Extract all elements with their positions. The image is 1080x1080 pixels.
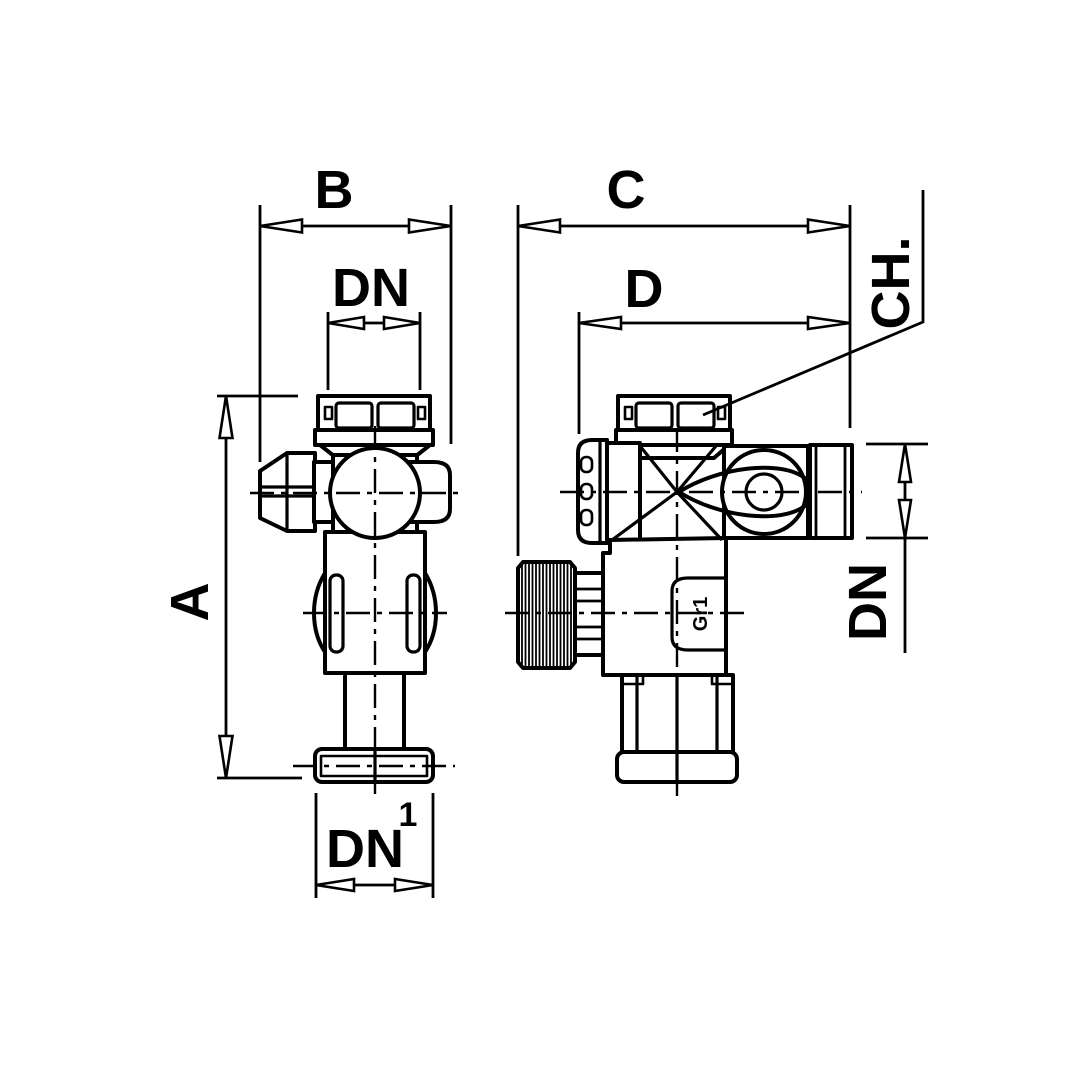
arrowhead-up	[897, 443, 913, 484]
left-nut-notch	[416, 405, 427, 421]
dimension-dn-right: DN	[838, 442, 928, 653]
cone-ray	[638, 444, 679, 494]
cone-ray	[611, 490, 678, 542]
dim-label-c: C	[607, 160, 646, 220]
dim-label-dn1: DN	[326, 819, 404, 879]
marking-cartouche	[670, 576, 726, 652]
right-nut-notch	[623, 405, 634, 421]
dimension-a: A	[160, 394, 302, 780]
knurl-hatch	[521, 563, 572, 667]
dim-label-dn-right: DN	[838, 563, 898, 641]
dimension-dn-top: DN	[326, 258, 422, 390]
leader-line	[702, 190, 925, 417]
arrowhead-left	[315, 877, 356, 893]
dim-label-a: A	[160, 583, 220, 622]
dim-label-dn1-sup: 1	[399, 796, 418, 834]
arrowhead-right	[407, 217, 452, 235]
nut-tab	[710, 673, 735, 686]
dim-label-d: D	[625, 259, 664, 319]
dim-label-b: B	[315, 160, 354, 220]
cone-ray	[675, 444, 718, 494]
dimension-d: D	[577, 259, 851, 434]
right-centerlines	[505, 428, 862, 798]
left-nut-facet	[376, 401, 416, 430]
arrowhead-left	[327, 315, 366, 331]
dim-label-ch: CH.	[861, 237, 921, 330]
arrowhead-left	[517, 217, 562, 235]
check-cap-rib	[579, 508, 594, 527]
left-nut-facet	[334, 401, 374, 430]
arrowhead-left	[259, 217, 304, 235]
arrowhead-right	[382, 315, 421, 331]
arrowhead-bottom	[217, 734, 235, 779]
left-valve-front-view	[250, 394, 462, 796]
dimension-c: C	[516, 160, 852, 556]
cone-ray	[675, 490, 724, 542]
arrowhead-top	[217, 395, 235, 440]
nut-tab	[620, 673, 645, 686]
right-nut-facet	[634, 401, 674, 430]
arrowhead-right	[806, 315, 851, 331]
leader-ch: CH.	[702, 190, 925, 417]
dim-label-dn-top: DN	[332, 258, 410, 318]
dimension-dn1-bottom: DN 1	[314, 793, 435, 898]
left-nut-notch	[323, 405, 334, 421]
right-nut-facet	[676, 401, 716, 430]
arrowhead-left	[578, 315, 623, 331]
arrowhead-right	[393, 877, 434, 893]
right-valve-side-view: Gr1	[505, 394, 862, 798]
arrowhead-down	[897, 498, 913, 539]
left-centerlines	[250, 426, 462, 796]
check-cap-rib	[579, 455, 594, 474]
dimension-b: B	[258, 160, 453, 462]
arrowhead-right	[806, 217, 851, 235]
cone-section-lines	[611, 444, 724, 542]
